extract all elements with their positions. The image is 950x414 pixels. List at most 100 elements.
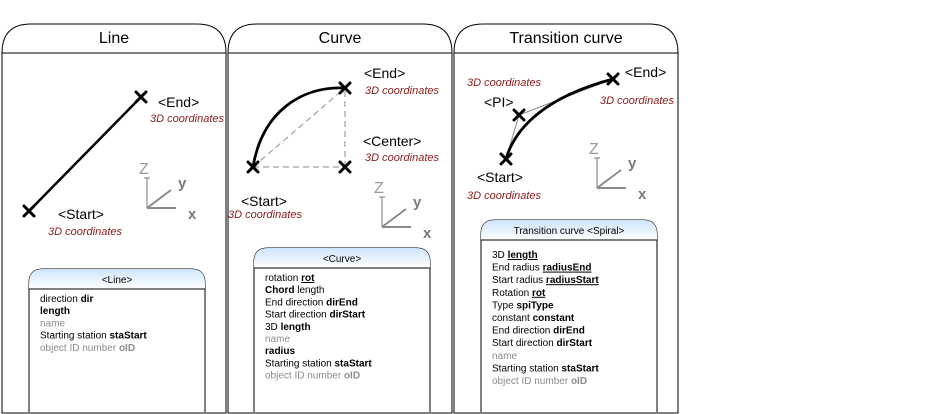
- attribute-label: Start radius: [492, 275, 546, 286]
- attribute-label: Start direction: [492, 338, 556, 349]
- class-attribute: Start direction dirStart: [492, 338, 593, 349]
- attribute-name: name: [265, 334, 290, 345]
- attribute-name: dirEnd: [326, 297, 358, 308]
- class-box-header: [254, 248, 430, 268]
- attribute-name: length: [281, 322, 311, 333]
- axis-z-label: Z: [374, 180, 384, 197]
- start-point-label: <Start>: [477, 169, 523, 185]
- pi-point-marker: [512, 108, 526, 122]
- end-coordinates-label: 3D coordinates: [365, 85, 439, 97]
- class-attribute: Starting station staStart: [265, 358, 372, 369]
- attribute-label: object ID number: [40, 343, 119, 354]
- attribute-label: End radius: [492, 263, 543, 274]
- attribute-label: object ID number: [265, 371, 344, 382]
- construction-lines: [252, 87, 346, 168]
- end-point-marker: [606, 72, 620, 86]
- start-point-marker: [246, 160, 260, 174]
- end-point-label: <End>: [364, 65, 405, 81]
- axis-triad: Z y x: [589, 141, 647, 203]
- attribute-name: staStart: [109, 331, 147, 342]
- axis-triad: Z y x: [374, 180, 432, 242]
- line-segment: [28, 96, 142, 212]
- axis-x-label: x: [188, 206, 197, 223]
- end-coordinates-label: 3D coordinates: [600, 95, 674, 107]
- end-point-marker: [134, 90, 148, 104]
- class-attribute: Chord length: [265, 285, 324, 296]
- class-box-title: <Line>: [102, 275, 133, 286]
- attribute-label: Type: [492, 300, 516, 311]
- attribute-name: dirStart: [556, 338, 592, 349]
- attribute-name: oID: [571, 376, 587, 387]
- start-point-marker: [499, 152, 513, 166]
- end-point-label: <End>: [158, 94, 199, 110]
- end-coordinates-label: 3D coordinates: [150, 113, 224, 125]
- class-attribute: Start direction dirStart: [265, 310, 366, 321]
- attribute-label: object ID number: [492, 376, 571, 387]
- attribute-name: Chord: [265, 285, 294, 296]
- class-attribute: End direction dirEnd: [265, 297, 358, 308]
- panel-line: Line <End> 3D coordinates <Start> 3D coo…: [1, 23, 227, 414]
- class-attribute: name: [265, 334, 290, 345]
- class-attribute: direction dir: [40, 294, 93, 305]
- pi-point-label: <PI>: [484, 94, 514, 110]
- attribute-name: dirEnd: [553, 326, 585, 337]
- attribute-name: staStart: [561, 363, 599, 374]
- attribute-name: staStart: [334, 358, 372, 369]
- attribute-label: direction: [40, 294, 81, 305]
- axis-x-label: x: [423, 225, 432, 242]
- attribute-name: rot: [532, 288, 546, 299]
- attribute-label: 3D: [265, 322, 281, 333]
- attribute-suffix: length: [294, 285, 324, 296]
- panel-curve-title: Curve: [319, 30, 362, 47]
- class-box-title: Transition curve <Spiral>: [514, 226, 625, 237]
- attribute-name: name: [492, 351, 517, 362]
- panel-line-title: Line: [99, 30, 129, 47]
- attribute-name: rot: [301, 273, 315, 284]
- class-attribute: constant constant: [492, 313, 575, 324]
- class-attribute: Start radius radiusStart: [492, 275, 599, 286]
- axis-triad: Z y x: [139, 161, 197, 223]
- class-attribute: length: [40, 306, 70, 317]
- center-coordinates-label: 3D coordinates: [365, 152, 439, 164]
- attribute-name: radius: [265, 346, 295, 357]
- class-attribute: Starting station staStart: [40, 331, 147, 342]
- panel-transition-curve: Transition curve <End> 3D coordinates 3D…: [453, 23, 679, 414]
- class-attribute: rotation rot: [265, 273, 315, 284]
- start-coordinates-label: 3D coordinates: [228, 209, 302, 221]
- class-attribute: 3D length: [492, 250, 538, 261]
- class-attribute: Type spiType: [492, 300, 554, 311]
- attribute-name: radiusEnd: [543, 263, 592, 274]
- end-point-label: <End>: [625, 64, 666, 80]
- axis-z-label: Z: [139, 161, 149, 178]
- axis-y-label: y: [413, 194, 422, 211]
- class-attribute: Starting station staStart: [492, 363, 599, 374]
- center-point-marker: [338, 160, 352, 174]
- attribute-label: End direction: [265, 297, 326, 308]
- attribute-label: End direction: [492, 326, 553, 337]
- attribute-name: oID: [344, 371, 360, 382]
- attribute-label: Starting station: [265, 358, 334, 369]
- pi-coordinates-label: 3D coordinates: [467, 77, 541, 89]
- attribute-name: length: [40, 306, 70, 317]
- axis-x-label: x: [638, 186, 647, 203]
- class-attribute: radius: [265, 346, 295, 357]
- center-point-label: <Center>: [363, 133, 421, 149]
- class-attribute: 3D length: [265, 322, 311, 333]
- attribute-name: dirStart: [329, 310, 365, 321]
- spiral-curve: [504, 77, 614, 160]
- attribute-name: spiType: [516, 300, 553, 311]
- class-box-header: [29, 269, 205, 289]
- attribute-label: 3D: [492, 250, 508, 261]
- start-point-marker: [22, 204, 36, 218]
- attribute-name: constant: [533, 313, 575, 324]
- class-box-title: <Curve>: [323, 254, 362, 265]
- panel-curve: Curve <End> 3D coordinates <Center> 3D c…: [227, 23, 453, 414]
- start-point-label: <Start>: [58, 206, 104, 222]
- axis-y-label: y: [178, 175, 187, 192]
- end-point-marker: [338, 81, 352, 95]
- attribute-label: Starting station: [40, 331, 109, 342]
